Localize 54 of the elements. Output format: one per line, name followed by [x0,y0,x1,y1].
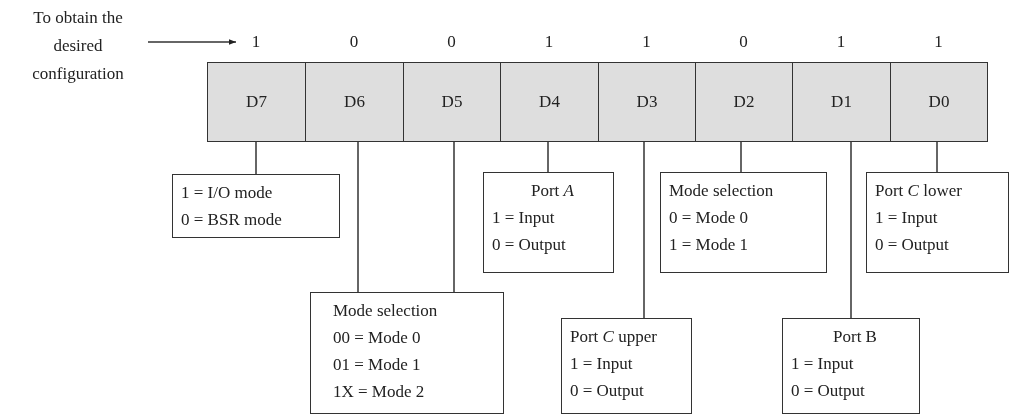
info-box [561,318,692,414]
box-text: 1 = Input [875,207,938,229]
connector-line [547,141,549,173]
info-box [310,292,504,414]
bit-value: 1 [529,28,569,56]
box-text: 01 = Mode 1 [333,354,421,376]
box-text: 1X = Mode 2 [333,381,425,403]
info-box [782,318,920,414]
box-heading: Port B [833,326,877,348]
info-box [660,172,827,273]
bit-value: 1 [236,28,276,56]
box-text: 0 = Output [492,234,566,256]
box-text: 1 = Input [570,353,633,375]
info-box [172,174,340,238]
register-cell: D3 [598,62,696,142]
box-text: 00 = Mode 0 [333,327,421,349]
register-cell: D6 [305,62,404,142]
bit-value: 1 [821,28,861,56]
connector-line [740,141,742,173]
box-text: 1 = Mode 1 [669,234,748,256]
connector-line [850,141,852,319]
connector-line [643,141,645,319]
box-text: 0 = BSR mode [181,209,282,231]
register-cell: D4 [500,62,599,142]
box-heading: Port C upper [570,326,657,348]
bit-value: 1 [626,28,667,56]
info-box [866,172,1009,273]
box-text: 0 = Output [875,234,949,256]
box-text: 1 = Input [492,207,555,229]
box-heading: Mode selection [333,300,438,322]
box-heading: 1 = I/O mode [181,182,273,204]
connector-line [255,141,257,175]
box-heading: Port A [531,180,574,202]
connector-line [357,141,359,293]
bit-value: 0 [723,28,764,56]
register-cell: D7 [207,62,306,142]
register-cell: D5 [403,62,501,142]
arrow [147,39,237,45]
info-box [483,172,614,273]
bit-value: 0 [334,28,374,56]
connector-line [453,141,455,293]
bit-value: 0 [431,28,472,56]
box-text: 0 = Mode 0 [669,207,748,229]
box-heading: Port C lower [875,180,962,202]
register-cell: D2 [695,62,793,142]
box-heading: Mode selection [669,180,774,202]
box-text: 1 = Input [791,353,854,375]
register-cell: D1 [792,62,891,142]
register-cell: D0 [890,62,988,142]
connector-line [936,141,938,173]
note-text: To obtain the desired configuration [8,4,148,90]
box-text: 0 = Output [791,380,865,402]
bit-value: 1 [918,28,959,56]
box-text: 0 = Output [570,380,644,402]
